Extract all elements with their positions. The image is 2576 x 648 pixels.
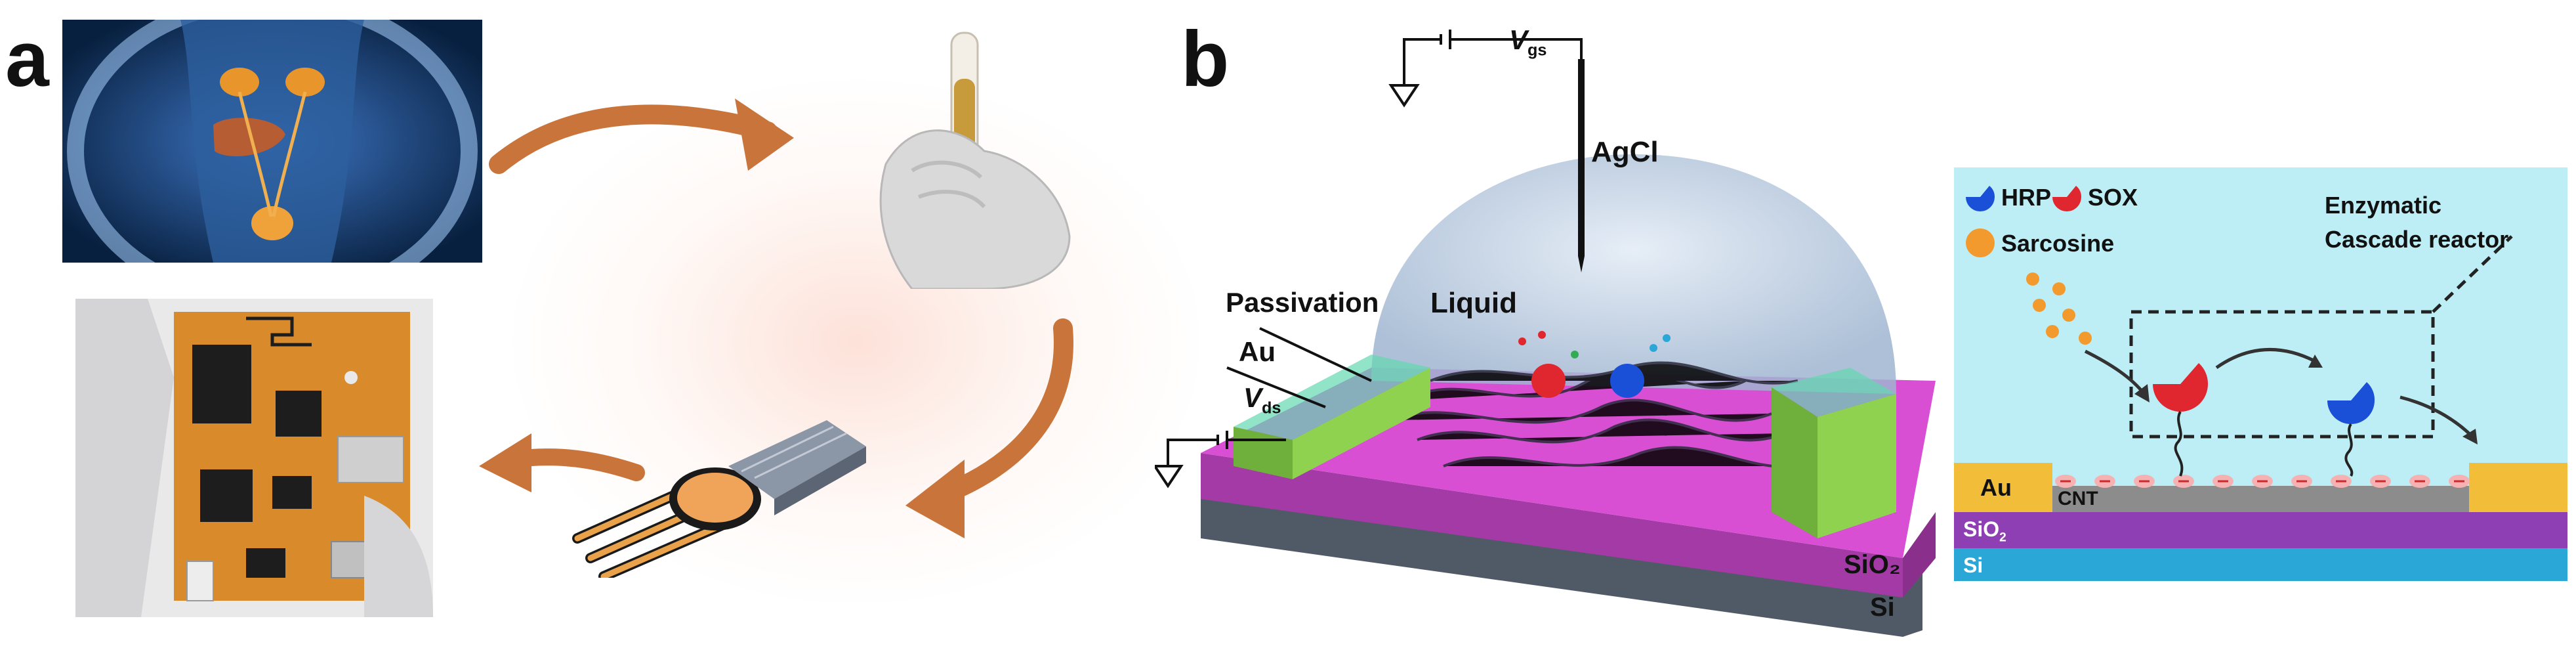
- inset-sio2-label: SiO2: [1963, 517, 2006, 545]
- au-electrode-label: Au: [1239, 336, 1276, 367]
- hrp-enzyme: [2327, 382, 2375, 424]
- inset-cnt-label: CNT: [2058, 488, 2098, 509]
- arrow-tube-to-sensor: [922, 318, 1073, 509]
- panel-letter-a: a: [5, 15, 49, 103]
- arrow-body-to-tube: [489, 104, 778, 174]
- inset-si-layer: [1954, 548, 2567, 581]
- panel-letter-b: b: [1181, 15, 1230, 103]
- liquid-dome: [1371, 154, 1896, 394]
- molecule-dots: [1518, 331, 1671, 358]
- passivation-label: Passivation: [1226, 287, 1379, 318]
- wearable-pcb-photo: [75, 299, 433, 617]
- sensor-chip-illustration: [564, 407, 873, 582]
- urine-test-tube-photo: [873, 20, 1089, 289]
- reactor-label-line1: Enzymatic: [2325, 192, 2442, 219]
- vds-circuit: [1155, 431, 1286, 488]
- sox-enzyme: [2153, 363, 2209, 412]
- sio2-side: [1201, 453, 1903, 597]
- cascade-reactor-box: [2129, 310, 2435, 439]
- legend-hrp-label: HRP: [2001, 184, 2052, 211]
- inset-au-left: [1954, 463, 2052, 512]
- sio2-label: SiO₂: [1844, 550, 1901, 579]
- liquid-label: Liquid: [1430, 287, 1517, 319]
- sarcosine-particles: [2026, 272, 2092, 345]
- inset-au-right: [2469, 463, 2567, 512]
- reactor-label-line2: Cascade reactor: [2325, 226, 2509, 253]
- legend-sox-label: SOX: [2088, 184, 2138, 211]
- sarcosine-legend-icon: [1966, 228, 1995, 257]
- agcl-label: AgCl: [1591, 136, 1659, 168]
- fet-device-illustration: [1155, 30, 1936, 637]
- vds-label: Vds: [1243, 382, 1281, 418]
- sox-legend-icon: [2052, 186, 2081, 211]
- vgs-circuit: [1388, 30, 1583, 108]
- inset-au-label: Au: [1980, 474, 2012, 501]
- legend-sarcosine-label: Sarcosine: [2001, 230, 2115, 257]
- inset-sio2-layer: [1954, 512, 2567, 548]
- inset-si-label: Si: [1963, 553, 1984, 577]
- inset-cnt-layer: [2052, 486, 2469, 512]
- body-organ-image: [62, 20, 482, 263]
- cycle-arrows: [479, 98, 1073, 538]
- hrp-legend-icon: [1966, 186, 1995, 211]
- vgs-label: Vgs: [1509, 24, 1547, 60]
- sio2-right-side: [1903, 512, 1936, 597]
- enzyme-cascade-inset: HRP SOX Sarcosine Enzymatic Cascade reac…: [1954, 167, 2567, 581]
- si-label: Si: [1870, 593, 1895, 622]
- si-layer: [1201, 492, 1922, 637]
